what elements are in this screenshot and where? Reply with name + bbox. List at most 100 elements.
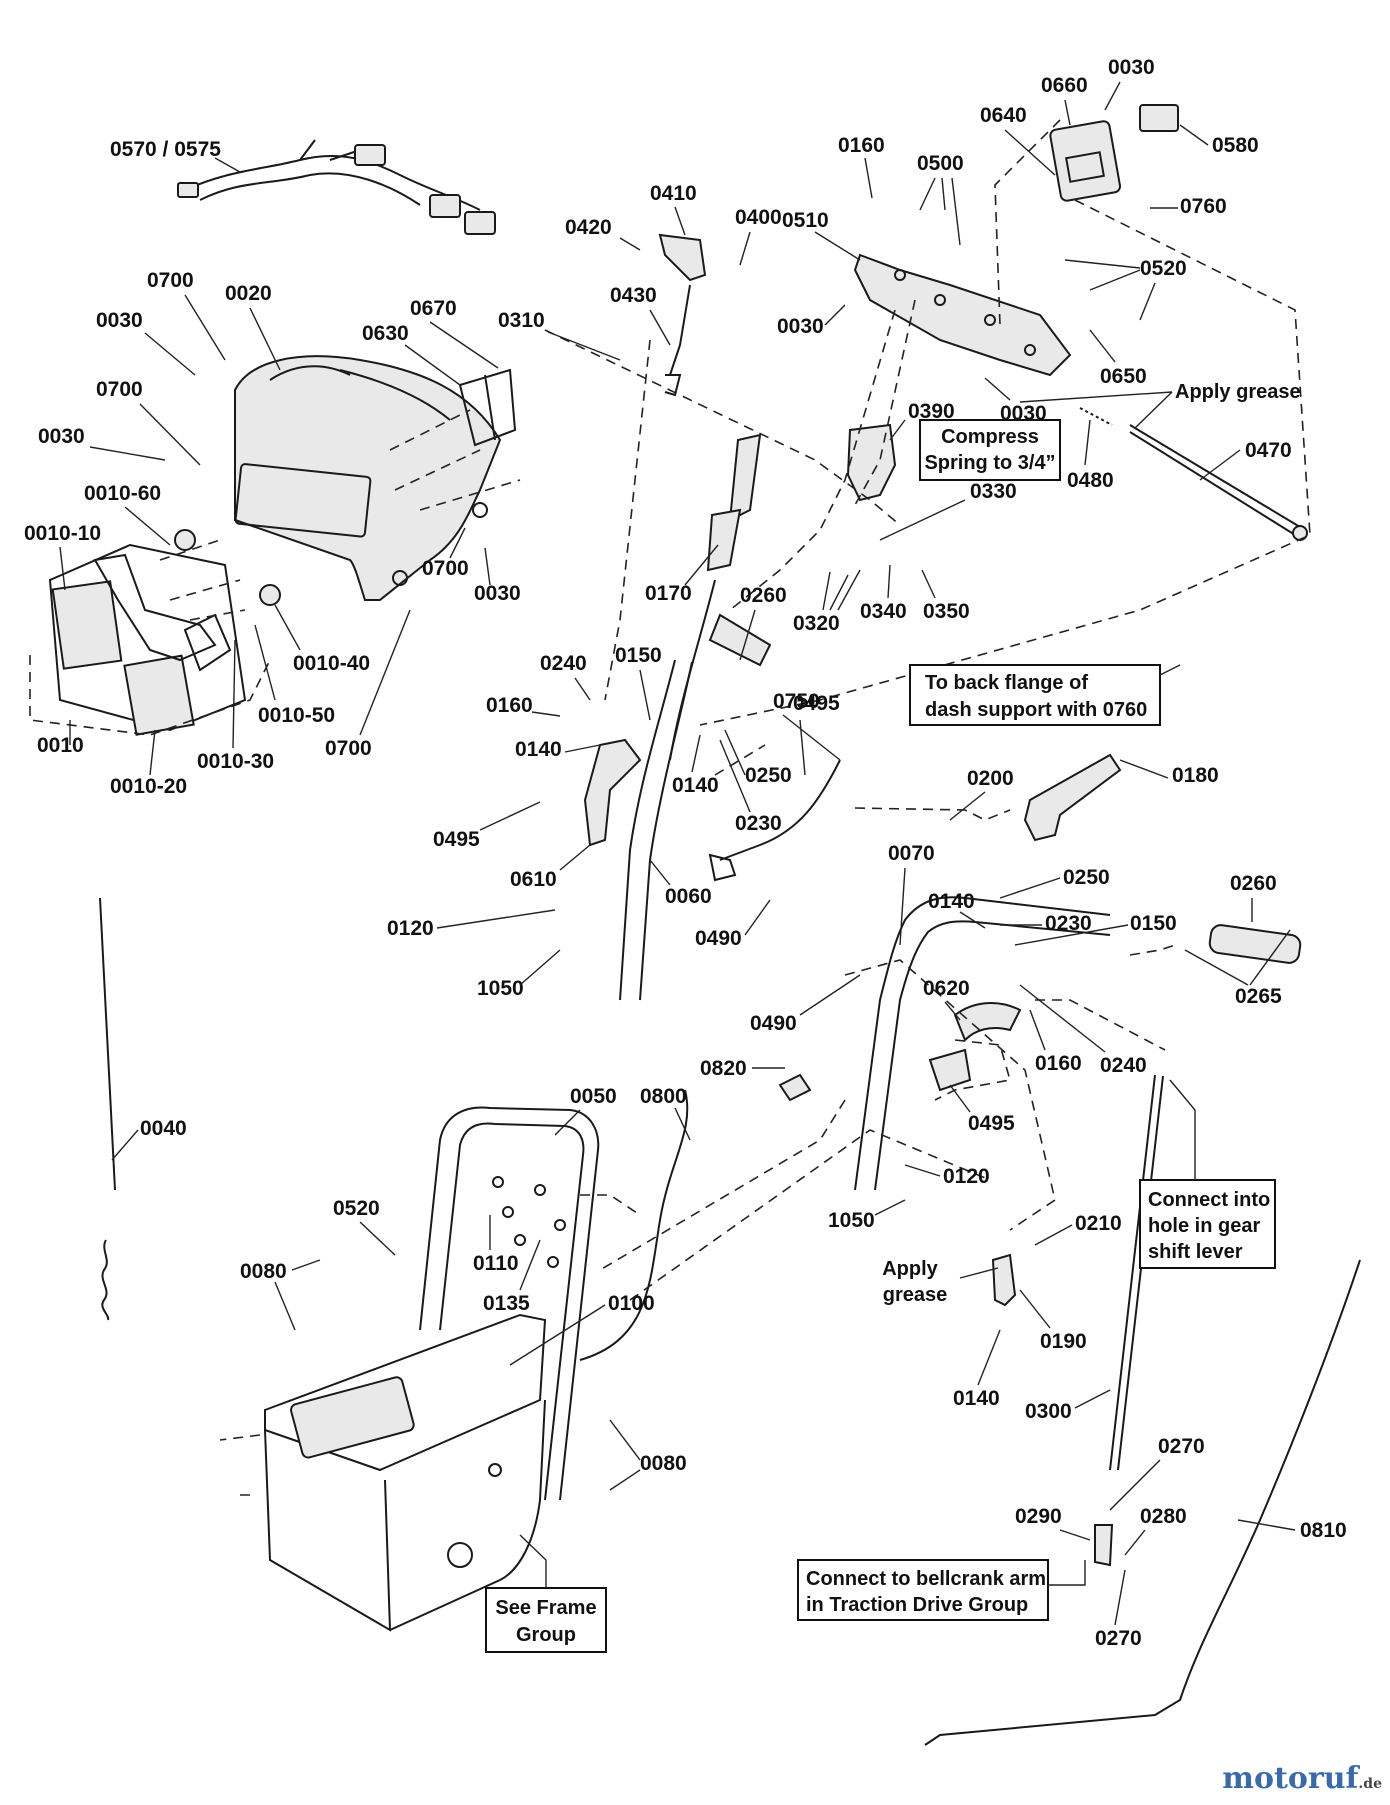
part-label: 0470: [1245, 439, 1292, 462]
part-label: 0020: [225, 282, 272, 305]
part-label: 0170: [645, 582, 692, 605]
note-frame: See Frame Group: [485, 1534, 607, 1653]
part-label: 0520: [333, 1197, 380, 1220]
part-label: 0495: [793, 692, 840, 715]
upper-frame-0050: [419, 1106, 600, 1501]
bracket-0390: [846, 423, 897, 502]
part-label: 0190: [1040, 1330, 1087, 1353]
part-label: 0160: [1035, 1052, 1082, 1075]
wiring-harness: [177, 139, 496, 235]
part-label: 0140: [953, 1387, 1000, 1410]
part-label: 0080: [640, 1452, 687, 1475]
part-label: 0330: [970, 480, 1017, 503]
part-label: 0350: [923, 600, 970, 623]
part-labels: 0570 / 0575 0030 0660 0580 0640 0160 050…: [24, 56, 1347, 1650]
rod-0750: [708, 759, 841, 882]
part-label: 0260: [740, 584, 787, 607]
part-label: 0495: [968, 1112, 1015, 1135]
part-label: 0820: [700, 1057, 747, 1080]
note-compress: Compress Spring to 3/4”: [919, 419, 1061, 481]
svg-text:hole in gear: hole in gear: [1148, 1215, 1260, 1237]
part-label: 0300: [1025, 1400, 1072, 1423]
part-label: 0240: [540, 652, 587, 675]
svg-text:Apply grease: Apply grease: [1175, 381, 1301, 403]
handle-0070: [854, 896, 1302, 1191]
part-label: 0030: [1000, 402, 1047, 425]
part-label: 0310: [498, 309, 545, 332]
part-label: 0500: [917, 152, 964, 175]
cable-0800: [579, 1073, 812, 1361]
part-label: 0230: [1045, 912, 1092, 935]
svg-text:Apply: Apply: [882, 1258, 938, 1280]
part-label: 0120: [943, 1165, 990, 1188]
part-label: 0495: [433, 828, 480, 851]
note-apply-grease-top: Apply grease: [1019, 381, 1301, 429]
part-label: 0410: [650, 182, 697, 205]
part-label: 0010: [37, 734, 84, 757]
part-label: 0810: [1300, 1519, 1347, 1542]
part-label: 0010-20: [110, 775, 187, 798]
rod-0470: [1079, 407, 1308, 541]
part-label: 0010-30: [197, 750, 274, 773]
svg-text:Group: Group: [516, 1624, 576, 1646]
shift-rod-0180: [1023, 753, 1122, 842]
cable-0040: [99, 897, 116, 1321]
part-label: 0490: [695, 927, 742, 950]
part-label: 0700: [422, 557, 469, 580]
svg-text:in Traction Drive Group: in Traction Drive Group: [806, 1594, 1028, 1616]
part-label: 0700: [325, 737, 372, 760]
part-label: 0250: [1063, 866, 1110, 889]
part-label: 1050: [828, 1209, 875, 1232]
part-label: 0270: [1095, 1627, 1142, 1650]
upper-handle-left: [619, 433, 772, 1001]
bracket-0610: [583, 738, 642, 847]
frame-body: [264, 1313, 547, 1632]
part-label: 0140: [672, 774, 719, 797]
part-label: 0670: [410, 297, 457, 320]
svg-text:Connect to bellcrank arm: Connect to bellcrank arm: [806, 1568, 1046, 1590]
part-label: 0210: [1075, 1212, 1122, 1235]
assembly-guides: [29, 119, 1311, 1496]
part-label: 0620: [923, 977, 970, 1000]
watermark-suffix: .de: [1358, 1776, 1382, 1792]
part-label: 0250: [745, 764, 792, 787]
part-label: 0180: [1172, 764, 1219, 787]
part-label: 0230: [735, 812, 782, 835]
part-label: 0800: [640, 1085, 687, 1108]
rod-0300: [1094, 1074, 1164, 1567]
part-label: 0010-10: [24, 522, 101, 545]
bracket-0190: [991, 1253, 1017, 1307]
part-label: 0650: [1100, 365, 1147, 388]
part-label: 0010-40: [293, 652, 370, 675]
svg-text:Compress: Compress: [941, 426, 1039, 448]
part-label: 0760: [1180, 195, 1227, 218]
part-label: 0135: [483, 1292, 530, 1315]
part-label: 0270: [1158, 1435, 1205, 1458]
part-label: 0100: [608, 1292, 655, 1315]
part-label: 0510: [782, 209, 829, 232]
part-label: 0050: [570, 1085, 617, 1108]
part-label: 0630: [362, 322, 409, 345]
svg-text:Connect into: Connect into: [1148, 1189, 1270, 1211]
svg-text:grease: grease: [883, 1284, 948, 1306]
part-label: 0610: [510, 868, 557, 891]
part-label: 0390: [908, 400, 955, 423]
part-label: 0570 / 0575: [110, 138, 221, 161]
part-label: 0200: [967, 767, 1014, 790]
part-label: 0030: [96, 309, 143, 332]
part-label: 0520: [1140, 257, 1187, 280]
part-label: 0480: [1067, 469, 1114, 492]
bracket-0630: [458, 368, 517, 447]
part-label: 0160: [838, 134, 885, 157]
headlight-assembly: [48, 529, 281, 736]
svg-text:dash support with 0760: dash support with 0760: [925, 699, 1147, 721]
part-label: 0400: [735, 206, 782, 229]
part-label: 0150: [615, 644, 662, 667]
part-label: 0160: [486, 694, 533, 717]
part-label: 0265: [1235, 985, 1282, 1008]
svg-text:shift lever: shift lever: [1148, 1241, 1243, 1263]
note-apply-grease-mid: Apply grease: [882, 1258, 999, 1306]
svg-text:See Frame: See Frame: [495, 1597, 596, 1619]
part-label: 0490: [750, 1012, 797, 1035]
